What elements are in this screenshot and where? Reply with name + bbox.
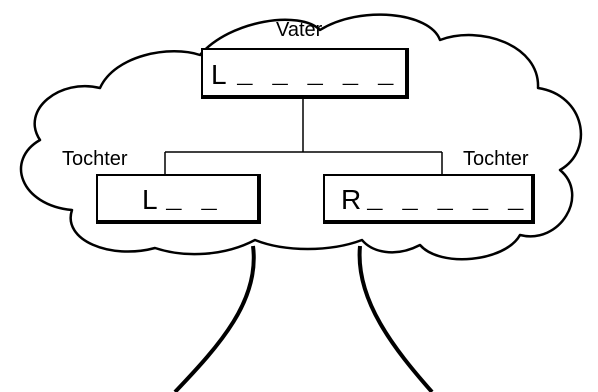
right-child-initial: R [341, 184, 362, 215]
trunk-left-line [173, 245, 256, 392]
parent-node-box: L _ _ _ _ _ [201, 48, 409, 99]
parent-blanks: _ _ _ _ _ [237, 60, 396, 90]
parent-initial: L [211, 59, 227, 90]
trunk-right-line [357, 245, 434, 392]
right-child-node-box: R _ _ _ _ _ [323, 174, 535, 224]
left-child-caption: Tochter [62, 148, 128, 170]
left-child-node-box: L _ _ [96, 174, 261, 224]
right-child-blanks: _ _ _ _ _ [367, 185, 526, 215]
left-child-initial: L [142, 184, 158, 215]
right-child-caption: Tochter [463, 148, 529, 170]
left-child-blanks: _ _ [166, 185, 219, 215]
parent-caption: Vater [276, 19, 323, 41]
